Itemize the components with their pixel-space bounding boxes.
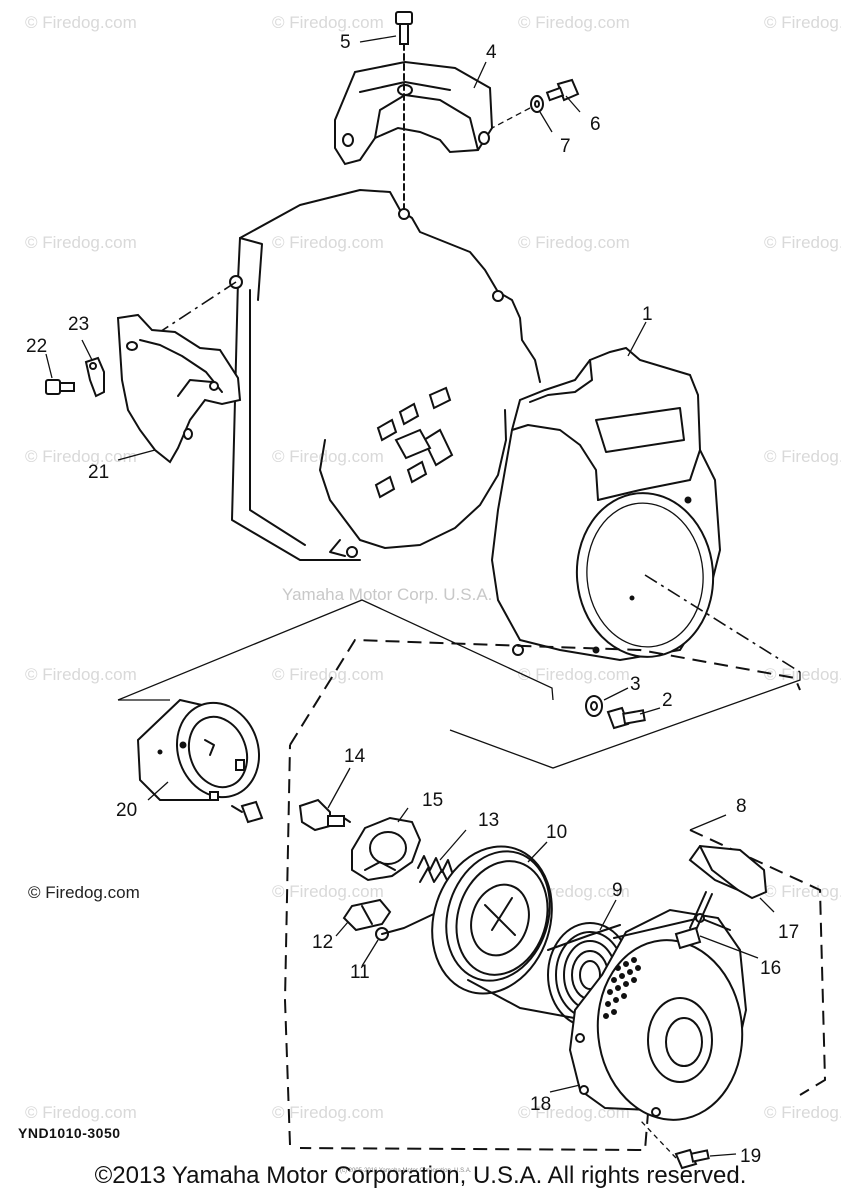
- part-20-pulley: [136, 698, 261, 801]
- part-4-cover: [334, 60, 494, 166]
- part-16-rope-guide: [674, 891, 713, 950]
- watermark-grid: © Firedog.com © Firedog.com © Firedog.co…: [25, 13, 841, 1122]
- starter-case-vents: [603, 957, 641, 1019]
- part-6-7-bolt-washer: [491, 78, 580, 129]
- watermark: © Firedog.com: [272, 233, 384, 252]
- part-18-starter-case: [568, 908, 748, 1121]
- watermark: © Firedog.com: [518, 1103, 630, 1122]
- callout-1: 1: [642, 304, 653, 325]
- callout-19: 19: [740, 1146, 761, 1167]
- callout-6: 6: [590, 114, 601, 135]
- watermark: © Firedog.com: [272, 1103, 384, 1122]
- callout-22: 22: [26, 336, 47, 357]
- part-23-clip: [84, 356, 105, 398]
- callout-4: 4: [486, 42, 497, 63]
- watermark: © Firedog.com: [764, 447, 841, 466]
- center-watermark: Yamaha Motor Corp. U.S.A.: [282, 585, 492, 604]
- part-20-bolt: [231, 800, 264, 824]
- part-15-ratchet: [351, 816, 422, 882]
- part-17-handle: [688, 844, 768, 900]
- watermark: © Firedog.com: [764, 882, 841, 901]
- watermark: © Firedog.com: [272, 447, 384, 466]
- watermark: © Firedog.com: [764, 233, 841, 252]
- part-13-spring: [417, 855, 453, 883]
- part-2-bolt: [606, 706, 646, 730]
- callout-labels: 1 2 3 4 5 6 7 8 9 10 11 12 13 14 15 16 1…: [26, 32, 799, 1167]
- watermark: © Firedog.com: [764, 665, 841, 684]
- watermark: © Firedog.com: [518, 233, 630, 252]
- part-19-bolt: [639, 1119, 710, 1170]
- engine-block: [139, 189, 541, 561]
- part-11-pin: [375, 911, 439, 941]
- watermark: © Firedog.com: [25, 13, 137, 32]
- watermark: © Firedog.com: [25, 1103, 137, 1122]
- callout-16: 16: [760, 958, 781, 979]
- part-14-bolt: [298, 798, 351, 832]
- callout-12: 12: [312, 932, 333, 953]
- callout-2: 2: [662, 690, 673, 711]
- firedog-label: © Firedog.com: [28, 883, 140, 902]
- watermark: © Firedog.com: [25, 447, 137, 466]
- part-12-pawl: [342, 898, 392, 932]
- watermark: © Firedog.com: [272, 13, 384, 32]
- copyright-footer: ©2013 Yamaha Motor Corporation, U.S.A. A…: [94, 1162, 747, 1189]
- diagram-code: YND1010-3050: [18, 1125, 121, 1141]
- watermark: © Firedog.com: [518, 665, 630, 684]
- watermark: © Firedog.com: [518, 13, 630, 32]
- watermark: © Firedog.com: [25, 665, 137, 684]
- callout-23: 23: [68, 314, 89, 335]
- part-10-reel: [431, 845, 553, 995]
- callout-17: 17: [778, 922, 799, 943]
- callout-8: 8: [736, 796, 747, 817]
- callout-10: 10: [546, 822, 567, 843]
- callout-13: 13: [478, 810, 499, 831]
- callout-11: 11: [350, 962, 370, 983]
- engine-studs: [374, 386, 454, 499]
- leader-lines: [45, 35, 775, 1157]
- part-22-bolt: [45, 379, 75, 395]
- callout-7: 7: [560, 136, 571, 157]
- part-3-washer: [585, 695, 603, 717]
- callout-21: 21: [88, 462, 109, 483]
- watermark: © Firedog.com: [25, 233, 137, 252]
- callout-9: 9: [612, 880, 623, 901]
- watermark: © Firedog.com: [764, 13, 841, 32]
- part-8-group-outline: [283, 638, 827, 1152]
- callout-14: 14: [344, 746, 366, 767]
- small-copyright: (c) 2005-2016 Yamaha Motor Corporation, …: [340, 1168, 472, 1174]
- callout-15: 15: [422, 790, 443, 811]
- part-21-bracket: [116, 313, 242, 464]
- callout-18: 18: [530, 1094, 551, 1115]
- callout-5: 5: [340, 32, 351, 53]
- callout-20: 20: [116, 800, 137, 821]
- watermark: © Firedog.com: [764, 1103, 841, 1122]
- watermark: © Firedog.com: [272, 882, 384, 901]
- callout-3: 3: [630, 674, 641, 695]
- watermark: © Firedog.com: [272, 665, 384, 684]
- part-1-shroud: [490, 346, 801, 673]
- part-5-bolt: [395, 11, 413, 216]
